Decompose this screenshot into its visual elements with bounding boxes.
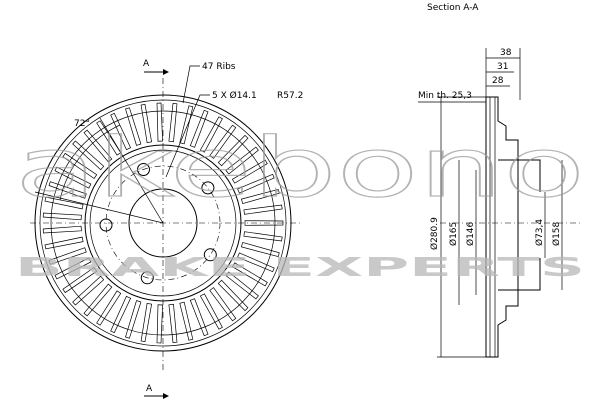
rib (62, 152, 98, 179)
rib (83, 283, 113, 317)
bolt-hole (99, 218, 113, 232)
rib (72, 275, 105, 306)
rib (140, 104, 153, 144)
angle-label: 72° (74, 119, 90, 129)
rib (54, 166, 92, 189)
rib (83, 129, 113, 163)
rib (44, 236, 84, 250)
bolt-circle (105, 165, 221, 281)
rib (240, 241, 280, 258)
min-thickness-label: Min th. 25,3 (418, 91, 472, 101)
rib (189, 298, 209, 337)
bolt-hole (201, 181, 215, 195)
rib (179, 301, 194, 341)
rib (156, 102, 163, 142)
dim-38-label: 38 (500, 48, 512, 58)
section-arrow-top-head (163, 69, 169, 75)
dim-165-label: Ø165 (448, 222, 459, 246)
rib (96, 120, 122, 156)
bolt-label: 5 X Ø14.1 (212, 90, 257, 101)
rib (168, 303, 178, 343)
rib (125, 107, 142, 146)
dim-outer-label: Ø280.9 (429, 217, 440, 250)
rib (110, 112, 132, 151)
rib (44, 196, 84, 210)
radius-label: R57.2 (277, 91, 303, 101)
rib (189, 109, 209, 148)
watermark: akebono BRAKE EXPERTS (14, 120, 585, 283)
bolt-holes (99, 163, 217, 285)
rib (179, 105, 194, 145)
rib (199, 293, 223, 330)
rib (48, 181, 87, 199)
rib (231, 159, 268, 184)
rib (42, 212, 82, 221)
ribs-leader (182, 65, 200, 104)
dim-146-label: Ø146 (465, 221, 476, 246)
rib (209, 287, 237, 322)
rib (209, 124, 237, 159)
rib (140, 302, 153, 342)
bolt-hole (140, 271, 154, 285)
dim-28-label: 28 (492, 76, 504, 86)
section-hat-outline (498, 159, 541, 291)
bolt-hole (203, 248, 217, 262)
rib (231, 262, 268, 287)
rib (48, 247, 87, 265)
rib (237, 252, 275, 273)
rib (54, 257, 92, 280)
section-marker-bottom: A (146, 384, 153, 394)
dim-158-label: Ø158 (551, 221, 562, 246)
watermark-tagline: BRAKE EXPERTS (15, 253, 585, 283)
rib (244, 220, 284, 226)
rib (225, 146, 259, 175)
rib (156, 304, 163, 344)
section-view: Section A-A 38 31 28 Min th. 25,3 Ø280.9… (418, 3, 580, 358)
rib (243, 231, 283, 242)
rib (217, 279, 249, 312)
angle-arc (59, 124, 121, 201)
watermark-brand: akebono (15, 121, 585, 216)
dim-31-label: 31 (497, 62, 508, 72)
rib (199, 116, 223, 153)
rib (72, 140, 105, 171)
bolt-leader (165, 94, 210, 178)
front-view: 72° 47 Ribs 5 X Ø14.1 R57.2 A A (30, 59, 303, 399)
rib (217, 134, 249, 167)
rib (125, 300, 142, 339)
rib (62, 267, 98, 294)
rib (240, 188, 280, 205)
section-profile-outline (485, 96, 519, 358)
ribs-label: 47 Ribs (202, 62, 236, 72)
section-title: Section A-A (427, 3, 479, 13)
rib (243, 204, 283, 215)
ventilation-ribs (42, 102, 284, 344)
rib (96, 290, 122, 326)
angle-leader-1 (34, 191, 164, 224)
rib (42, 225, 82, 234)
rib (168, 103, 178, 143)
section-arrow-bottom-head (163, 393, 169, 399)
rib (225, 271, 259, 300)
rib (110, 295, 132, 334)
bolt-hole (137, 163, 150, 176)
dim-734-label: Ø73,4 (534, 219, 545, 246)
section-marker-top: A (143, 59, 150, 69)
angle-leader-2 (99, 117, 164, 224)
rib (237, 173, 275, 194)
